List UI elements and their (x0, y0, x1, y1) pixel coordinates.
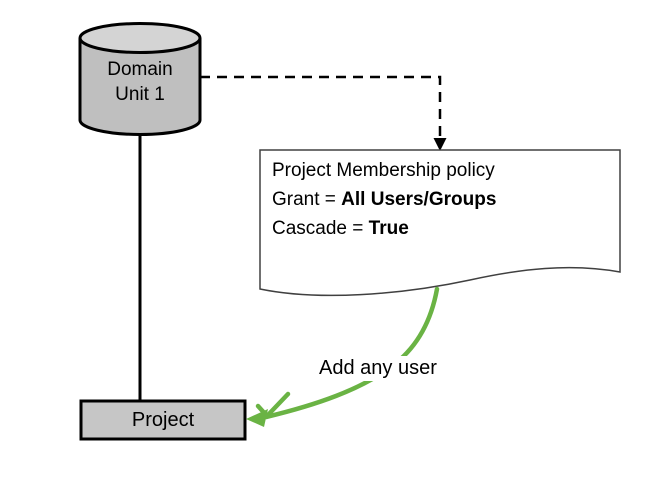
green-arrow-label: Add any user (314, 356, 442, 381)
domain-unit-label: Domain Unit 1 (107, 59, 173, 105)
cylinder-top-ellipse (78, 22, 202, 54)
project-box-label: Project (131, 408, 195, 431)
project-box (79, 399, 247, 441)
green-curved-arrow (263, 286, 440, 420)
policy-cascade-prefix: Cascade = (272, 218, 369, 239)
policy-grant-line: Grant = All Users/Groups (272, 185, 496, 214)
arrowhead-down-icon (433, 138, 447, 151)
policy-cascade-value: True (368, 218, 409, 239)
checkmark-icon (255, 391, 291, 420)
policy-note-shape (259, 149, 621, 297)
domain-unit-cylinder (78, 38, 202, 136)
policy-cascade-line: Cascade = True (272, 214, 496, 243)
policy-note-text: Project Membership policy Grant = All Us… (272, 156, 496, 243)
policy-grant-value: All Users/Groups (341, 189, 497, 210)
policy-note-title: Project Membership policy (272, 160, 495, 181)
policy-dashed-connector (200, 75, 442, 140)
policy-grant-prefix: Grant = (272, 189, 342, 210)
